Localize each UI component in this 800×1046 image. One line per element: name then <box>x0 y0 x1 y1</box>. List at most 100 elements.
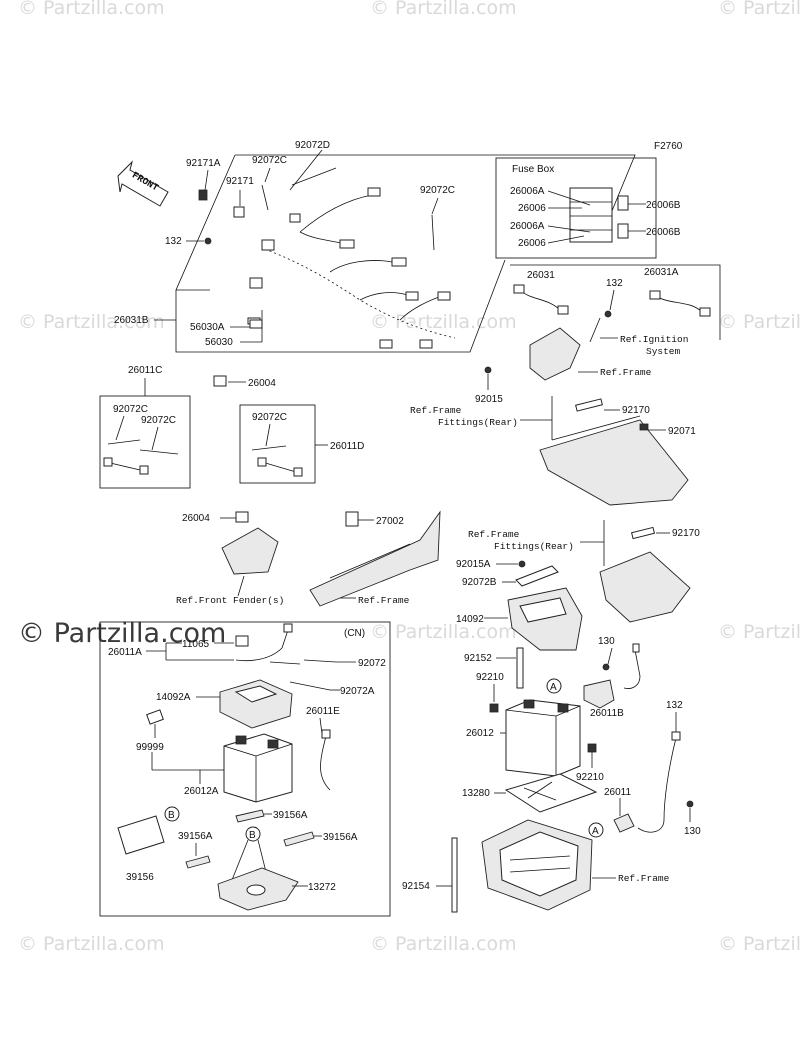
label-13280: 13280 <box>462 788 490 799</box>
label-26011E: 26011E <box>306 706 340 717</box>
label-26011: 26011 <box>604 787 632 798</box>
label-92072D: 92072D <box>295 140 330 151</box>
figure-code: F2760 <box>654 141 683 152</box>
watermark: © Partzilla.com <box>18 618 226 649</box>
label-130-a: 130 <box>598 636 615 647</box>
label-26031B: 26031B <box>114 315 149 326</box>
ref-frame-2: Ref.Frame <box>358 595 410 606</box>
circle-B-2: B <box>249 830 256 841</box>
label-92210-a: 92210 <box>476 672 504 683</box>
label-26004-top: 26004 <box>248 378 276 389</box>
ref-frame-fit2-1: Ref.Frame <box>468 529 520 540</box>
watermark: © Partzilla.com <box>718 933 800 955</box>
label-26031: 26031 <box>527 270 555 281</box>
ref-ignition-1: Ref.Ignition <box>620 334 688 345</box>
label-92210-b: 92210 <box>576 772 604 783</box>
label-26012A: 26012A <box>184 786 219 797</box>
label-92072C-top: 92072C <box>252 155 287 166</box>
label-92072B: 92072B <box>462 577 497 588</box>
label-132-low: 132 <box>666 700 683 711</box>
fuse-label: 26006 <box>518 238 546 249</box>
label-130-b: 130 <box>684 826 701 837</box>
ref-front-fender: Ref.Front Fender(s) <box>176 595 284 606</box>
label-92170-b: 92170 <box>672 528 700 539</box>
label-14092A: 14092A <box>156 692 191 703</box>
label-92152: 92152 <box>464 653 492 664</box>
label-92170-a: 92170 <box>622 405 650 416</box>
harness-group <box>175 154 636 353</box>
label-26012: 26012 <box>466 728 494 739</box>
circle-A-1: A <box>550 682 557 693</box>
ref-frame-fit2-2: Fittings(Rear) <box>494 541 574 552</box>
watermark: © Partzilla.com <box>370 311 517 333</box>
watermark: © Partzilla.com <box>370 0 517 19</box>
label-92171A: 92171A <box>186 158 221 169</box>
label-92015: 92015 <box>475 394 503 405</box>
fuse-label: 26006B <box>646 200 681 211</box>
watermark: © Partzilla.com <box>370 933 517 955</box>
label-132-right: 132 <box>606 278 623 289</box>
label-92171: 92171 <box>226 176 254 187</box>
rear-fittings-lower: Ref.Frame Fittings(Rear) 92170 <box>468 520 700 623</box>
watermark: © Partzilla.com <box>18 311 165 333</box>
label-92072C-l1: 92072C <box>113 404 148 415</box>
watermarks: © Partzilla.com © Partzilla.com © Partzi… <box>18 0 800 955</box>
label-26011B: 26011B <box>590 708 624 719</box>
label-92071: 92071 <box>668 426 696 437</box>
label-92154: 92154 <box>402 881 430 892</box>
label-26031A: 26031A <box>644 267 679 278</box>
watermark: © Partzilla.com <box>370 621 517 643</box>
kit-26011C: 26011C 92072C 92072C <box>99 365 191 489</box>
circle-A-2: A <box>592 826 599 837</box>
fuse-label: 26006A <box>510 186 545 197</box>
label-92072C-l2: 92072C <box>141 415 176 426</box>
label-14092: 14092 <box>456 614 484 625</box>
watermark: © Partzilla.com <box>718 0 800 19</box>
label-11065: 11065 <box>182 639 210 650</box>
label-92072: 92072 <box>358 658 386 669</box>
label-26004-mid: 26004 <box>182 513 210 524</box>
ref-frame-3: Ref.Frame <box>618 873 670 884</box>
kit-26011D: 92072C 26011D <box>239 404 364 484</box>
label-26011C: 26011C <box>128 365 162 376</box>
label-56030: 56030 <box>205 337 233 348</box>
label-27002: 27002 <box>376 516 404 527</box>
label-39156A-a: 39156A <box>273 810 308 821</box>
watermark: © Partzilla.com <box>18 0 165 19</box>
label-39156A-b: 39156A <box>178 831 213 842</box>
rear-fittings-top: Ref.Frame Fittings(Rear) 92170 92071 <box>410 396 696 506</box>
fender-frame-area: 26004 Ref.Front Fender(s) 27002 Ref.Fram… <box>176 510 441 607</box>
label-92072C-l3: 92072C <box>252 412 287 423</box>
label-39156A-c: 39156A <box>323 832 358 843</box>
battery-assembly-right: 92015A 92072B 14092 130 92152 92210 A 26… <box>402 559 701 913</box>
ref-frame-fit-1: Ref.Frame <box>410 405 462 416</box>
label-92072C-mid: 92072C <box>420 185 455 196</box>
ignition-area: 26031 132 26031A Ref.Ignition System Ref… <box>510 264 721 381</box>
fuse-label: 26006 <box>518 203 546 214</box>
label-92072A: 92072A <box>340 686 375 697</box>
label-132-top: 132 <box>165 236 182 247</box>
fuse-label: 26006A <box>510 221 545 232</box>
label-92015A: 92015A <box>456 559 491 570</box>
fuse-box-title: Fuse Box <box>512 164 554 175</box>
label-56030A: 56030A <box>190 322 225 333</box>
fuse-label: 26006B <box>646 227 681 238</box>
label-26011A: 26011A <box>108 647 142 658</box>
circle-B-1: B <box>168 810 175 821</box>
label-26011D: 26011D <box>330 441 364 452</box>
label-39156: 39156 <box>126 872 154 883</box>
ref-frame-1: Ref.Frame <box>600 367 652 378</box>
ref-frame-fit-2: Fittings(Rear) <box>438 417 518 428</box>
front-arrow: FRONT <box>117 160 169 207</box>
watermark: © Partzilla.com <box>718 311 800 333</box>
watermark: © Partzilla.com <box>18 933 165 955</box>
label-13272: 13272 <box>308 882 336 893</box>
fuse-box-inset: Fuse Box 26006A 26006 26006A 26006 26006… <box>495 157 681 259</box>
label-99999: 99999 <box>136 742 164 753</box>
cn-inset: (CN) 26011A 11065 92072 92072A 14092A 26… <box>99 621 391 917</box>
small-parts-top: 92072D 92171A 92072C 92171 92072C 132 26… <box>114 140 503 405</box>
watermark: © Partzilla.com <box>718 621 800 643</box>
ref-ignition-2: System <box>646 346 681 357</box>
cn-label: (CN) <box>344 628 365 639</box>
